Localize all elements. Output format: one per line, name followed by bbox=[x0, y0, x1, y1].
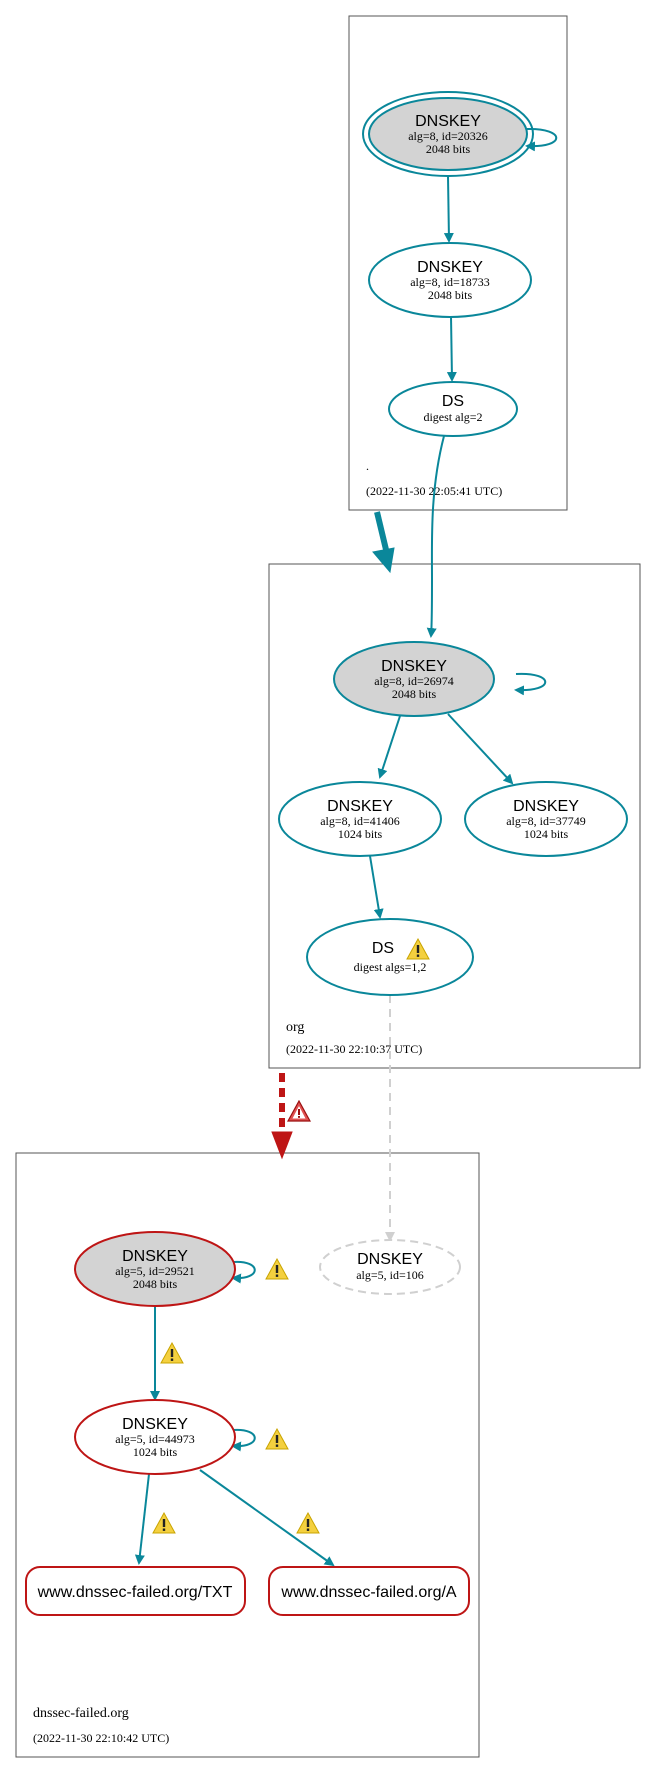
edge-root-ds-to-org-ksk bbox=[426, 435, 445, 638]
edge-org-ksk-to-zsk2 bbox=[447, 713, 514, 785]
warning-icon bbox=[152, 1512, 176, 1534]
node-root-ksk-title: DNSKEY bbox=[415, 113, 481, 130]
node-org-zsk-37749[interactable]: DNSKEY alg=8, id=37749 1024 bits bbox=[464, 781, 628, 857]
warning-icon bbox=[265, 1428, 289, 1450]
node-root-ksk[interactable]: DNSKEY alg=8, id=20326 2048 bits bbox=[362, 91, 534, 177]
error-icon bbox=[287, 1100, 311, 1122]
node-root-zsk-line1: alg=8, id=18733 bbox=[410, 275, 490, 289]
node-org-ksk[interactable]: DNSKEY alg=8, id=26974 2048 bits bbox=[333, 641, 495, 717]
edge-df-zsk-self bbox=[231, 1428, 256, 1452]
edge-org-ksk-to-zsk1 bbox=[377, 715, 401, 779]
node-org-ds-title: DS bbox=[372, 940, 394, 957]
node-df-missing-title: DNSKEY bbox=[357, 1251, 423, 1268]
zone-org-timestamp: (2022-11-30 22:10:37 UTC) bbox=[286, 1042, 422, 1056]
edge-root-ksk-self bbox=[525, 127, 558, 152]
edge-df-ksk-self bbox=[231, 1260, 256, 1284]
edge-delegation-root-org-head bbox=[372, 547, 395, 574]
node-df-ksk-line2: 2048 bits bbox=[133, 1277, 178, 1291]
edge-delegation-org-dnssec-failed-head bbox=[271, 1131, 293, 1160]
node-df-zsk-title: DNSKEY bbox=[122, 1416, 188, 1433]
node-org-zsk-41406[interactable]: DNSKEY alg=8, id=41406 1024 bits bbox=[278, 781, 442, 857]
node-org-zsk1-title: DNSKEY bbox=[327, 798, 393, 815]
node-org-zsk1-line1: alg=8, id=41406 bbox=[320, 814, 400, 828]
zone-dnssec-failed: dnssec-failed.org (2022-11-30 22:10:42 U… bbox=[15, 1152, 480, 1758]
node-df-ksk-title: DNSKEY bbox=[122, 1248, 188, 1265]
edge-org-ksk-self bbox=[514, 672, 547, 696]
warning-icon bbox=[296, 1512, 320, 1534]
node-org-ds-line1: digest algs=1,2 bbox=[354, 960, 427, 974]
node-org-zsk2-title: DNSKEY bbox=[513, 798, 579, 815]
zone-dnssec-failed-timestamp: (2022-11-30 22:10:42 UTC) bbox=[33, 1731, 169, 1745]
node-df-missing-line1: alg=5, id=106 bbox=[356, 1268, 424, 1282]
node-org-ksk-title: DNSKEY bbox=[381, 658, 447, 675]
node-df-zsk-line2: 1024 bits bbox=[133, 1445, 178, 1459]
node-root-ds-line1: digest alg=2 bbox=[423, 410, 482, 424]
node-df-a[interactable]: www.dnssec-failed.org/A bbox=[268, 1566, 470, 1616]
node-root-ksk-line1: alg=8, id=20326 bbox=[408, 129, 488, 143]
edges bbox=[134, 127, 558, 1567]
edge-df-zsk-to-txt bbox=[134, 1473, 150, 1565]
node-df-txt[interactable]: www.dnssec-failed.org/TXT bbox=[25, 1566, 246, 1616]
node-org-ksk-line1: alg=8, id=26974 bbox=[374, 674, 454, 688]
node-root-ds-title: DS bbox=[442, 393, 464, 410]
node-org-zsk2-line1: alg=8, id=37749 bbox=[506, 814, 586, 828]
node-root-zsk-title: DNSKEY bbox=[417, 259, 483, 276]
zone-dnssec-failed-name: dnssec-failed.org bbox=[33, 1706, 129, 1721]
zone-org-name: org bbox=[286, 1020, 304, 1035]
warning-icon bbox=[265, 1258, 289, 1280]
edge-df-zsk-to-a bbox=[199, 1469, 335, 1567]
node-root-ds[interactable]: DS digest alg=2 bbox=[388, 381, 518, 437]
node-df-zsk-line1: alg=5, id=44973 bbox=[115, 1432, 195, 1446]
warning-icon bbox=[160, 1342, 184, 1364]
node-org-zsk1-line2: 1024 bits bbox=[338, 827, 383, 841]
node-org-ksk-line2: 2048 bits bbox=[392, 687, 437, 701]
node-df-txt-label: www.dnssec-failed.org/TXT bbox=[37, 1584, 233, 1601]
edge-org-zsk1-to-ds bbox=[369, 855, 384, 919]
node-df-missing[interactable]: DNSKEY alg=5, id=106 bbox=[319, 1239, 461, 1295]
node-df-a-label: www.dnssec-failed.org/A bbox=[280, 1584, 457, 1601]
edge-root-zsk-to-ds bbox=[446, 315, 457, 382]
node-df-ksk[interactable]: DNSKEY alg=5, id=29521 2048 bits bbox=[74, 1231, 236, 1307]
edge-root-ksk-to-zsk bbox=[443, 175, 454, 243]
node-root-ksk-line2: 2048 bits bbox=[426, 142, 471, 156]
node-root-zsk[interactable]: DNSKEY alg=8, id=18733 2048 bits bbox=[368, 242, 532, 318]
node-df-ksk-line1: alg=5, id=29521 bbox=[115, 1264, 195, 1278]
node-df-zsk[interactable]: DNSKEY alg=5, id=44973 1024 bits bbox=[74, 1399, 236, 1475]
zone-root-name: . bbox=[366, 459, 369, 473]
zone-org: org (2022-11-30 22:10:37 UTC) bbox=[268, 563, 641, 1069]
node-org-zsk2-line2: 1024 bits bbox=[524, 827, 569, 841]
node-org-ds[interactable]: DS digest algs=1,2 bbox=[306, 918, 474, 996]
node-root-zsk-line2: 2048 bits bbox=[428, 288, 473, 302]
